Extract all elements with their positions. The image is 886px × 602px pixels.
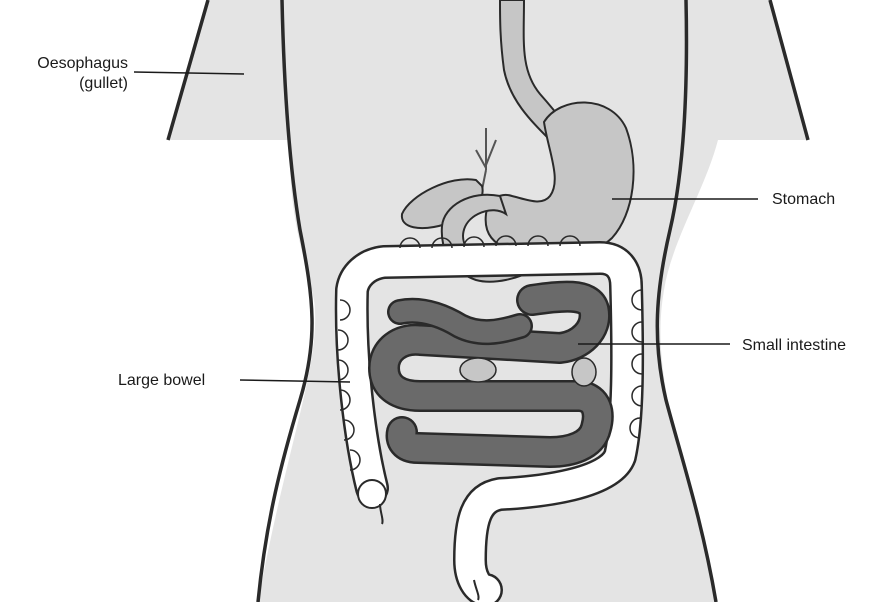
large-bowel-label: Large bowel (118, 371, 205, 391)
oesophagus-label: Oesophagus (6, 54, 128, 74)
small-intestine-label: Small intestine (742, 336, 846, 356)
stomach-label: Stomach (772, 190, 835, 210)
gullet-label: (gullet) (6, 74, 128, 94)
